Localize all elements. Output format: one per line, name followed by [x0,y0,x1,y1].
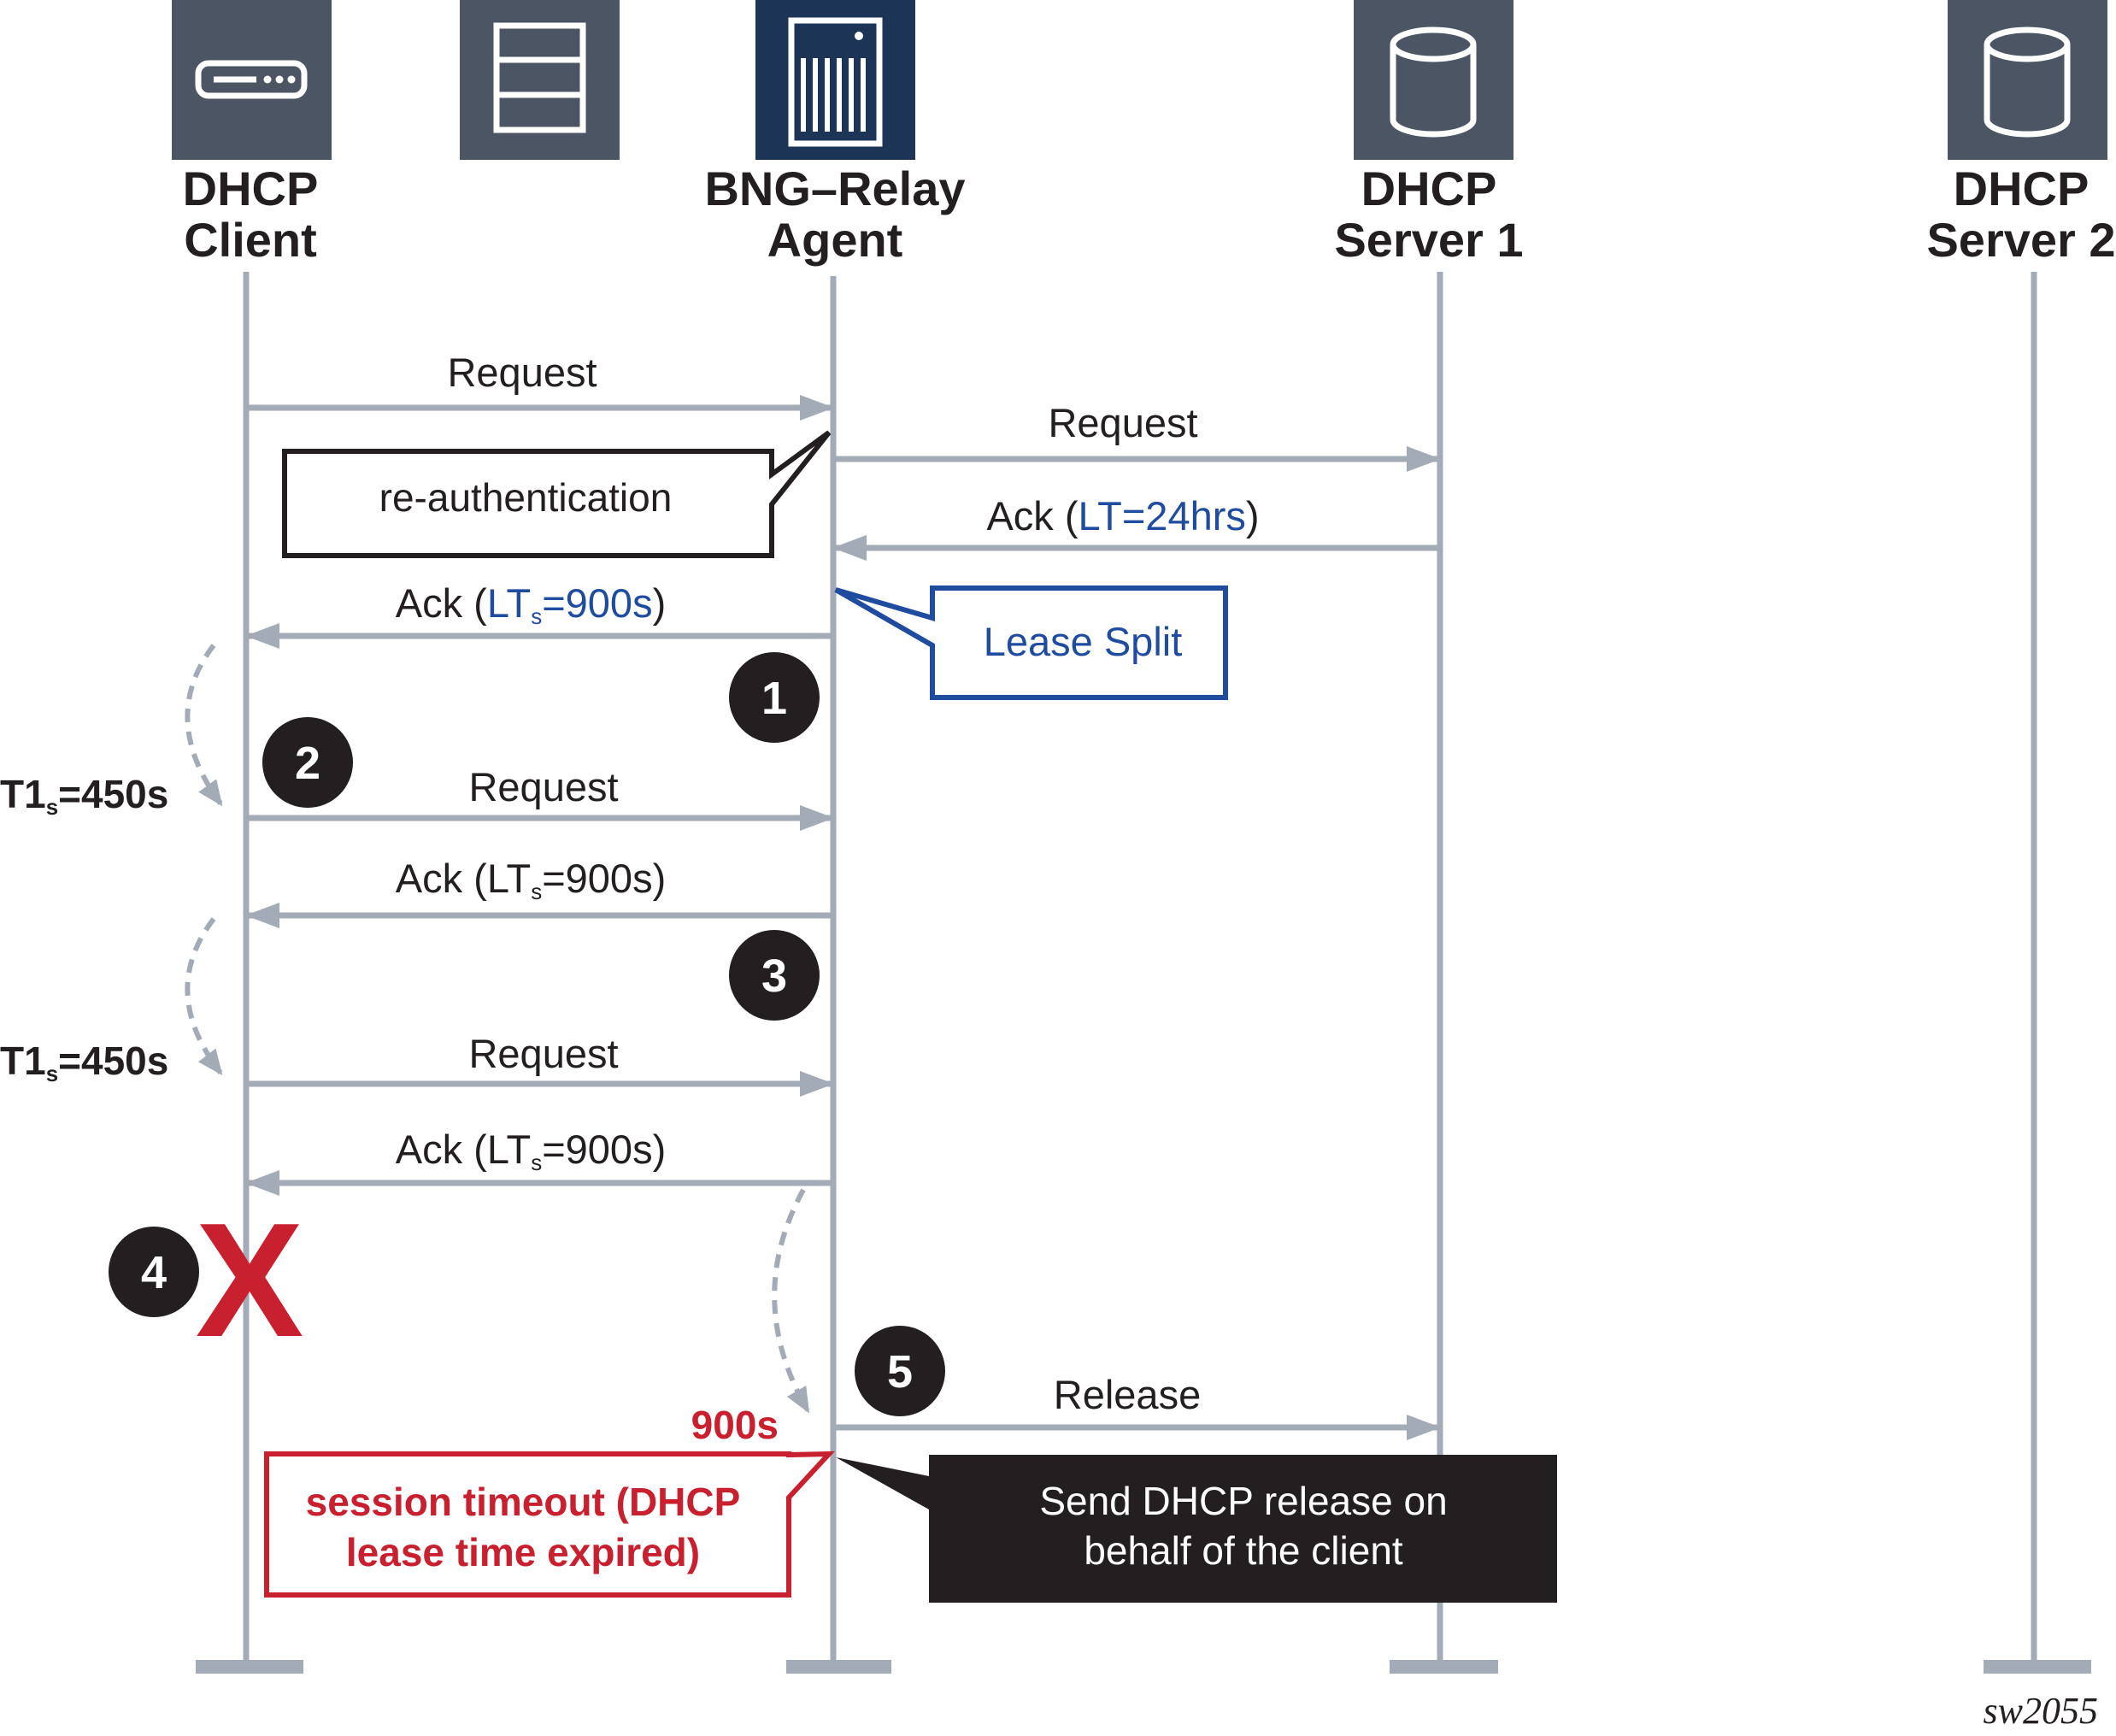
participant-server2: DHCP Server 2 [1926,0,2116,267]
message-label: Ack (LT=24hrs) [986,493,1259,538]
client-label-line1: DHCP [183,162,319,215]
message-label: Ack (LTs=900s) [396,1127,666,1175]
svg-text:1: 1 [761,673,787,724]
bng-label-line1: BNG–Relay [704,162,965,215]
server1-label-line2: Server 1 [1334,213,1523,267]
participant-server1: DHCP Server 1 [1334,0,1524,267]
message-ack-lts-3: Ack (LTs=900s) [245,1127,833,1196]
callout-text: Lease Split [984,619,1183,664]
callout-text-line2: lease time expired) [346,1530,700,1574]
timer-label-t1-first: T1s=450s [0,772,168,820]
database-icon [1984,26,2071,138]
svg-text:5: 5 [887,1346,913,1398]
message-label: Ack (LTs=900s) [396,580,666,629]
message-ack-24hrs: Ack (LT=24hrs) [832,493,1440,561]
svg-text:2: 2 [295,738,320,789]
callout-text: re-authentication [379,475,673,520]
client-label-line2: Client [184,213,317,267]
figure-id: sw2055 [1984,1690,2098,1732]
timer-arc-t1-second [185,917,223,1076]
bng-label-line2: Agent [767,213,903,267]
timer-label-t1-second: T1s=450s [0,1039,168,1086]
modem-icon [195,60,308,99]
server2-label-line2: Server 2 [1926,213,2115,267]
timer-arcs [185,644,810,1414]
message-ack-lts-1: Ack (LTs=900s) [245,580,833,649]
participant-switch [460,0,620,160]
message-ack-lts-2: Ack (LTs=900s) [245,856,833,928]
message-request-3: Request [246,764,834,831]
timer-arc-expiry [772,1188,810,1414]
step-badge-2: 2 [262,717,353,808]
message-label: Request [447,350,597,395]
timer-arc-t1-first [185,644,223,807]
message-request-2: Request [833,400,1441,472]
message-label: Request [468,1031,618,1076]
timer-label-expiry: 900s [691,1403,779,1447]
message-label: Ack (LTs=900s) [396,856,666,904]
lease-time-value: LT=24hrs [1079,493,1246,538]
callout-text-line2: behalf of the client [1084,1528,1403,1573]
callout-reauthentication: re-authentication [282,430,832,558]
message-release: Release [833,1372,1441,1440]
message-label: Release [1054,1372,1201,1417]
step-badge-4: 4 [109,1227,199,1317]
callout-send-release: Send DHCP release on behalf of the clien… [836,1455,1557,1603]
server2-label-line1: DHCP [1954,162,2090,215]
failure-x-icon: X [196,1190,304,1371]
callout-session-timeout: session timeout (DHCP lease time expired… [264,1451,835,1598]
svg-text:4: 4 [141,1247,167,1298]
switch-icon [493,22,586,133]
participant-bng: BNG–Relay Agent [704,0,966,267]
step-badge-3: 3 [729,930,820,1021]
callout-text-line1: Send DHCP release on [1039,1479,1447,1523]
callout-text-line1: session timeout (DHCP [306,1480,741,1524]
message-label: Request [1048,400,1197,445]
svg-text:3: 3 [761,950,787,1002]
server-rack-icon [788,17,883,147]
callout-lease-split: Lease Split [834,586,1228,700]
message-label: Request [468,764,618,809]
server1-label-line1: DHCP [1361,162,1497,215]
step-badge-1: 1 [729,652,820,743]
participant-client: DHCP Client [172,0,332,267]
step-badge-5: 5 [855,1326,945,1416]
database-icon [1390,26,1477,138]
message-request-4: Request [246,1031,834,1097]
message-request-1: Request [246,350,834,421]
